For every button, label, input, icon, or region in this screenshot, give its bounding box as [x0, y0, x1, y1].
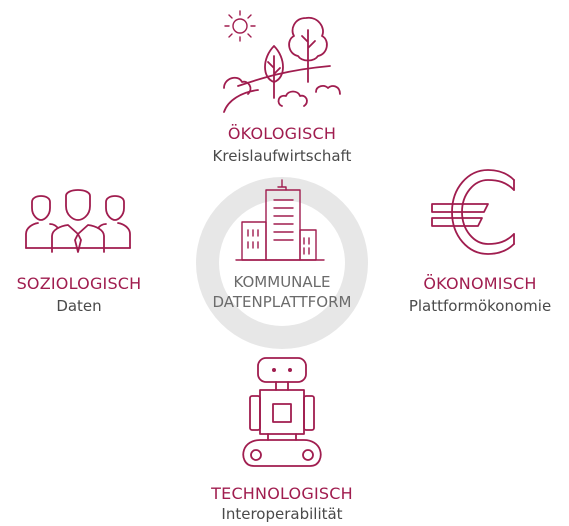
- euro-icon: [426, 168, 522, 256]
- nature-landscape-icon: [218, 8, 346, 113]
- pillar-subtitle-bottom: Interoperabilität: [221, 505, 343, 523]
- people-group-icon: [22, 189, 134, 256]
- pillar-subtitle-left: Daten: [56, 297, 102, 315]
- pillar-title-right: ÖKONOMISCH: [423, 274, 537, 293]
- center-ring-inner: [219, 200, 345, 326]
- center-label-line2: DATENPLATTFORM: [212, 293, 352, 311]
- center-label-line1: KOMMUNALE: [233, 273, 331, 291]
- pillar-title-bottom: TECHNOLOGISCH: [211, 484, 353, 503]
- pillar-title-top: ÖKOLOGISCH: [227, 124, 337, 143]
- pillar-title-left: SOZIOLOGISCH: [16, 274, 142, 293]
- robot-icon: [240, 356, 324, 468]
- pillar-subtitle-top: Kreislaufwirtschaft: [212, 147, 352, 165]
- pillar-subtitle-right: Plattformökonomie: [408, 297, 552, 315]
- building-icon: [235, 178, 326, 268]
